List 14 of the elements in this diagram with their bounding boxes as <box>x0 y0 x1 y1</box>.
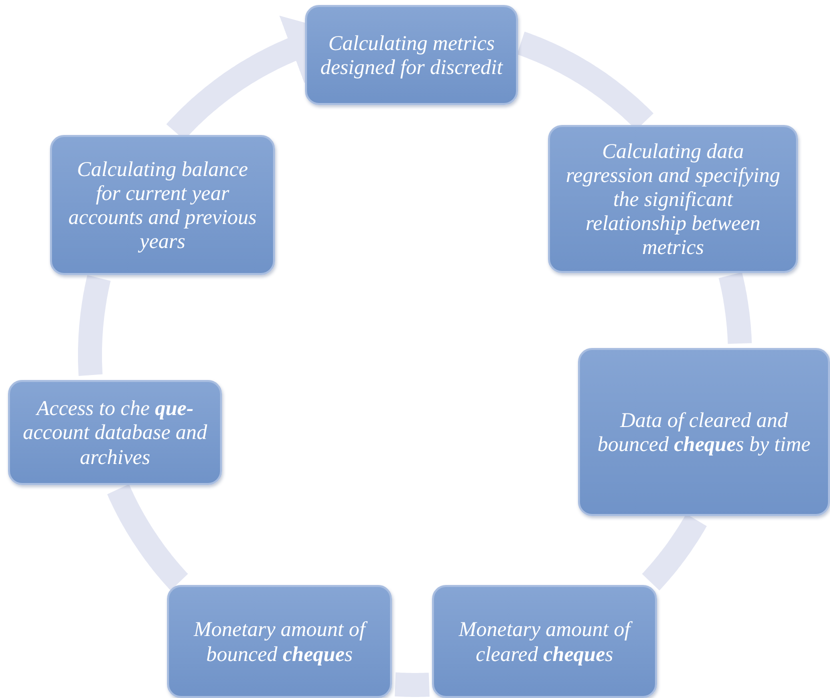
box-text: Data of cleared and bounced cheques by time <box>596 408 812 456</box>
box-text: Monetary amount of bounced cheques <box>192 617 368 666</box>
process-box <box>167 585 392 698</box>
box-text: Calculating metrics designed for discredit <box>319 30 504 80</box>
box-text: Access to che que- account database and archives <box>22 396 208 469</box>
process-box <box>548 125 798 273</box>
process-box <box>305 5 518 105</box>
process-box <box>50 135 275 275</box>
process-box <box>8 380 222 485</box>
box-text: Calculating data regression and specifying the significant relationship between metrics <box>564 138 782 260</box>
box-text: Calculating balance for current year accounts and previous years <box>67 156 258 254</box>
process-box <box>578 348 830 516</box>
box-text: Monetary amount of cleared cheques <box>458 617 634 666</box>
process-box <box>432 585 657 698</box>
